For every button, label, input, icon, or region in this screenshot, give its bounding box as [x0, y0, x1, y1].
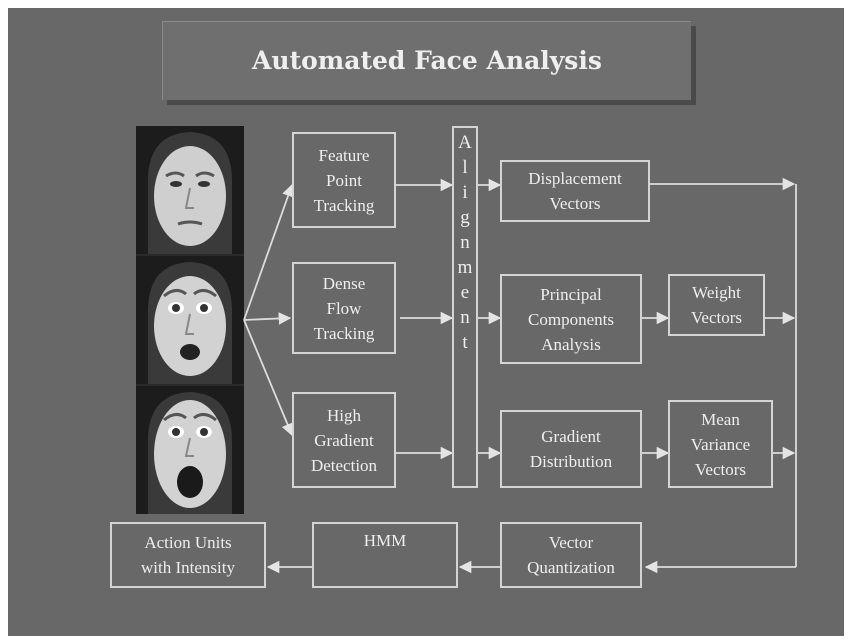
alignment-box	[452, 126, 478, 488]
alignment-letter: n	[460, 307, 470, 328]
surprised-face-image	[136, 256, 244, 384]
alignment-letter: t	[462, 332, 468, 353]
hmm-box: HMM	[312, 522, 458, 588]
weight-vectors-box: Weight Vectors	[668, 274, 765, 336]
dense-flow-tracking-box: Dense Flow Tracking	[292, 262, 396, 354]
arrow-photos-to-dense	[243, 312, 292, 325]
arrow-photos-to-feature	[243, 183, 295, 321]
alignment-letter: e	[460, 282, 470, 303]
feature-point-tracking-box: Feature Point Tracking	[292, 132, 396, 228]
mean-variance-vectors-box: Mean Variance Vectors	[668, 400, 773, 488]
alignment-letter: i	[462, 182, 468, 203]
shocked-face-image	[136, 386, 244, 514]
title-box: Automated Face Analysis	[162, 21, 691, 100]
neutral-face-image	[136, 126, 244, 254]
gradient-distribution-box: Gradient Distribution	[500, 410, 642, 488]
alignment-letter: g	[460, 207, 470, 228]
high-gradient-detection-box: High Gradient Detection	[292, 392, 396, 488]
displacement-vectors-box: Displacement Vectors	[500, 160, 650, 222]
alignment-letter: A	[458, 132, 472, 153]
arrow-photos-to-gradient	[243, 319, 294, 437]
alignment-letter: l	[462, 157, 468, 178]
alignment-letter: n	[460, 232, 470, 253]
alignment-letter: m	[457, 257, 473, 278]
vector-quantization-box: Vector Quantization	[500, 522, 642, 588]
alignment-label: A l i g n m e n t	[453, 130, 477, 355]
diagram-title: Automated Face Analysis	[252, 46, 602, 75]
face-photo-strip	[136, 126, 244, 514]
principal-components-analysis-box: Principal Components Analysis	[500, 274, 642, 364]
action-units-box: Action Units with Intensity	[110, 522, 266, 588]
